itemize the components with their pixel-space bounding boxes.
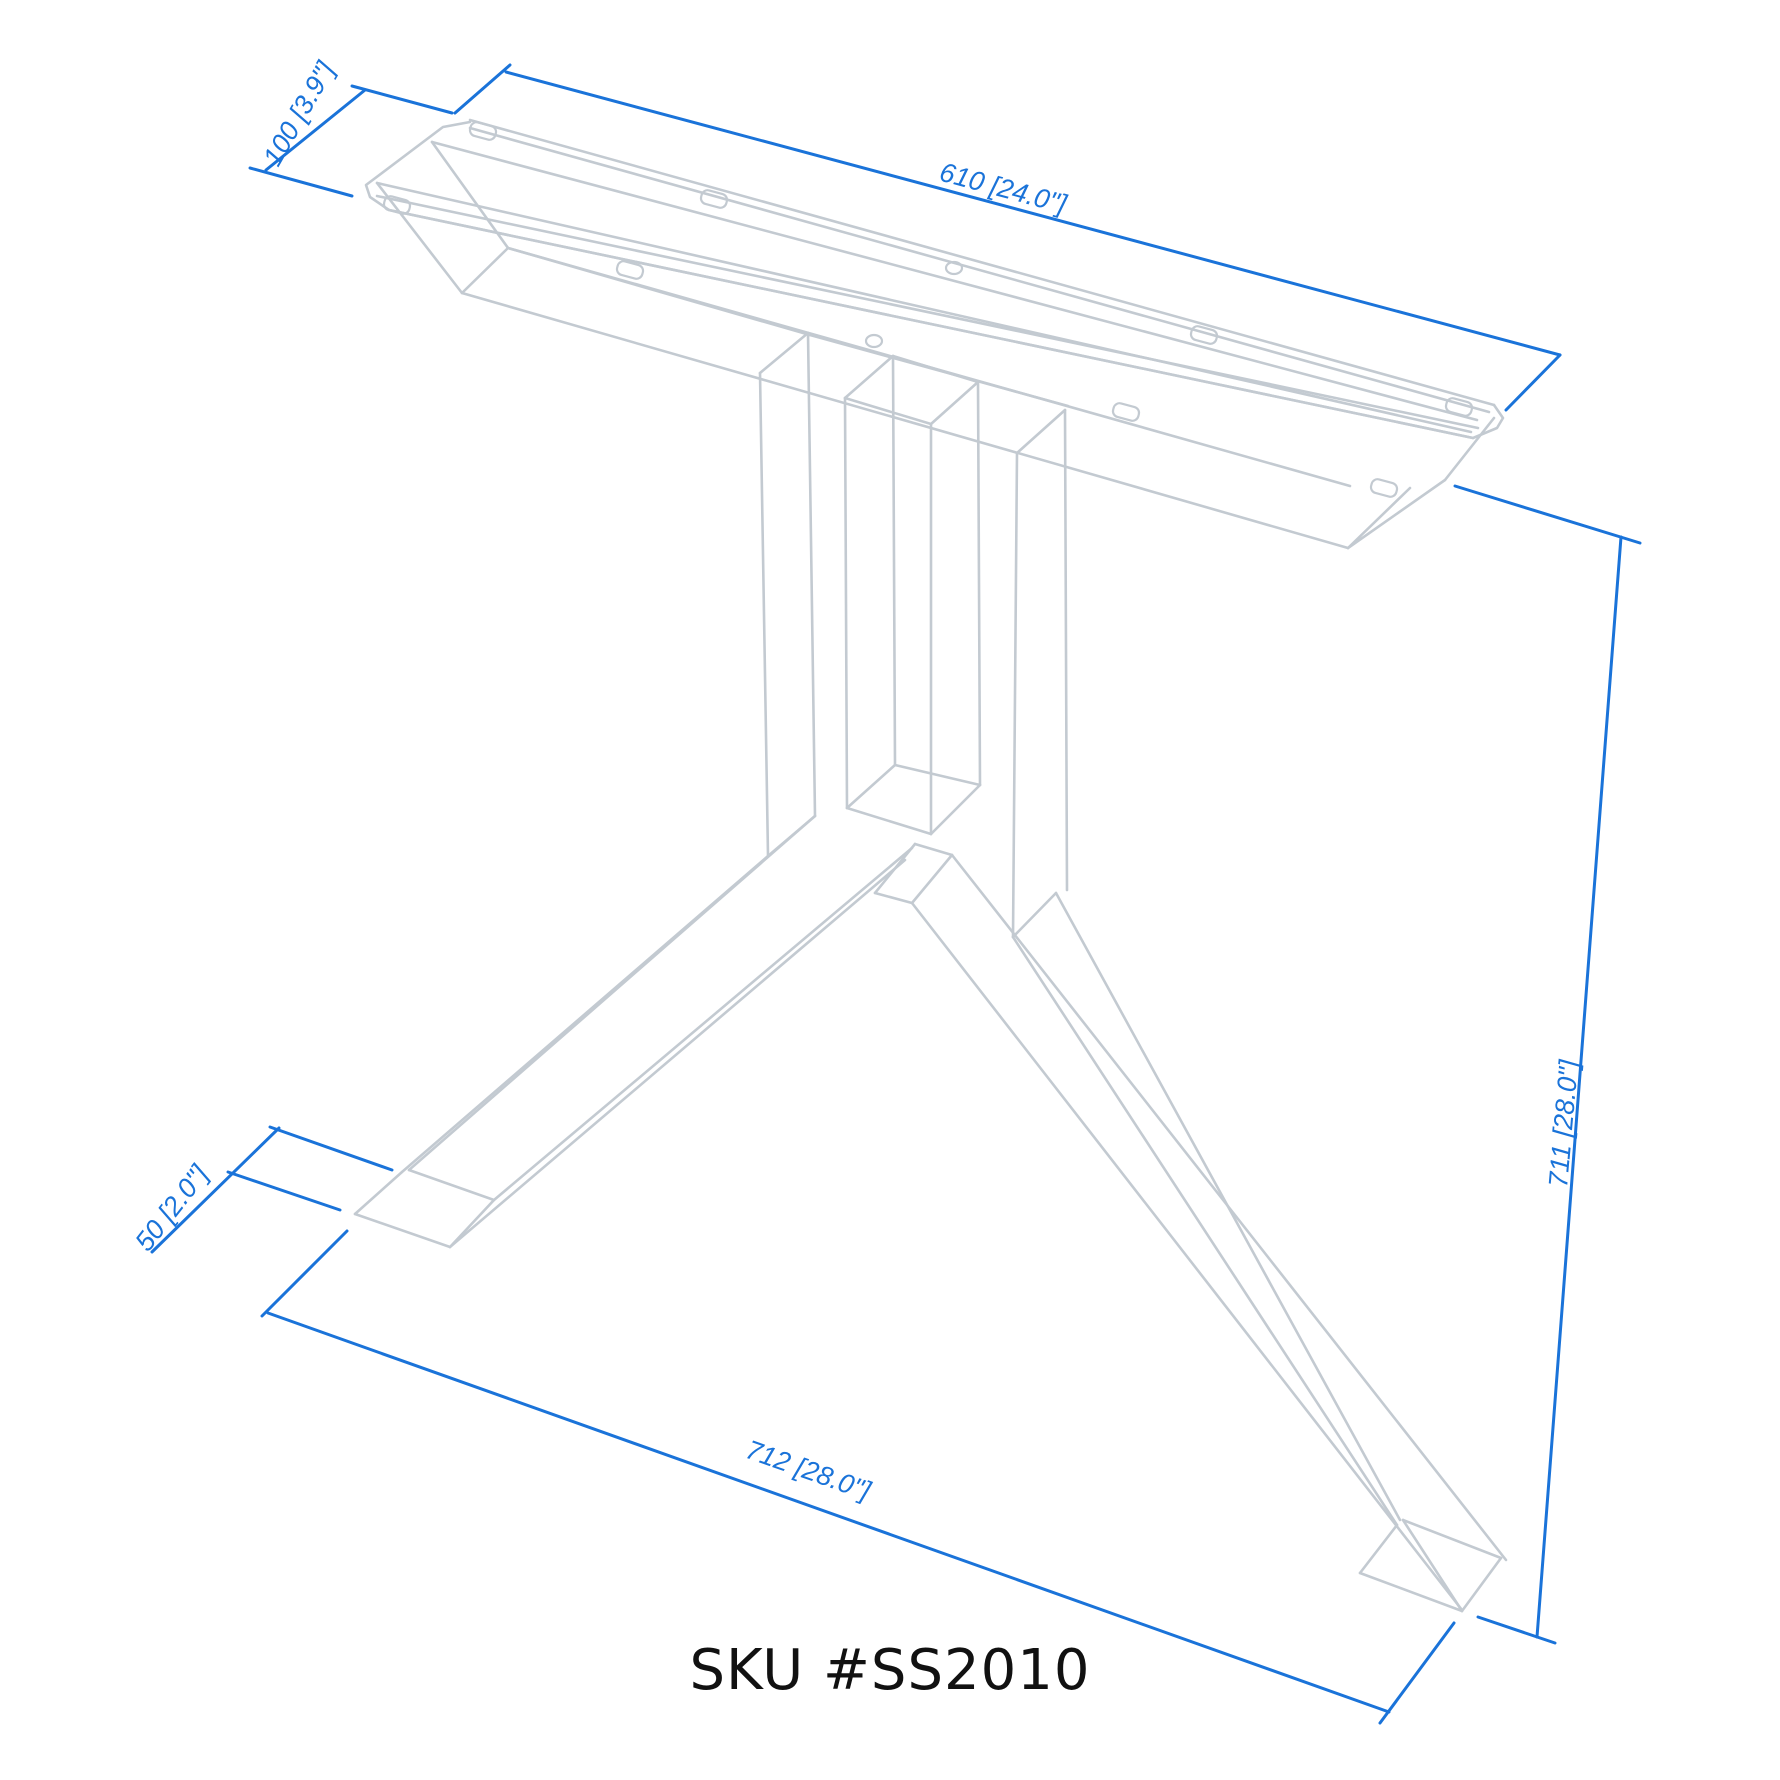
dimension-top-width <box>248 84 454 198</box>
right-post <box>1011 408 1069 939</box>
right-leg <box>1011 891 1503 1613</box>
left-post <box>758 331 817 858</box>
slot-icon <box>468 121 498 141</box>
bolt-icon <box>944 260 964 276</box>
front-leg <box>873 842 1508 1612</box>
bolt-icon <box>864 333 884 349</box>
dimension-foot-width <box>150 1125 394 1254</box>
dim-label-top-width: 100 [3.9"] <box>257 55 341 171</box>
sku-label: SKU #SS2010 <box>689 1638 1091 1703</box>
bolt-holes <box>864 260 964 349</box>
dim-label-base-span: 712 [28.0"] <box>742 1434 876 1506</box>
slot-icon <box>1444 397 1474 417</box>
slot-icon <box>382 195 412 215</box>
dimension-height <box>1453 484 1642 1645</box>
slot-icon <box>615 260 645 280</box>
dim-label-height: 711 [28.0"] <box>1543 1057 1584 1188</box>
slot-icon <box>1369 478 1399 498</box>
slot-icon <box>1189 325 1219 345</box>
mounting-slots <box>382 121 1474 498</box>
dimension-top-length <box>453 63 1562 412</box>
slot-icon <box>1111 402 1141 422</box>
slot-icon <box>699 189 729 209</box>
left-leg <box>353 814 914 1249</box>
top-rail <box>364 118 1505 550</box>
center-post <box>843 354 982 836</box>
dimension-base-span <box>260 1229 1456 1725</box>
dim-label-top-length: 610 [24.0"] <box>936 157 1070 220</box>
dim-label-foot-width: 50 [2.0"] <box>129 1159 215 1257</box>
